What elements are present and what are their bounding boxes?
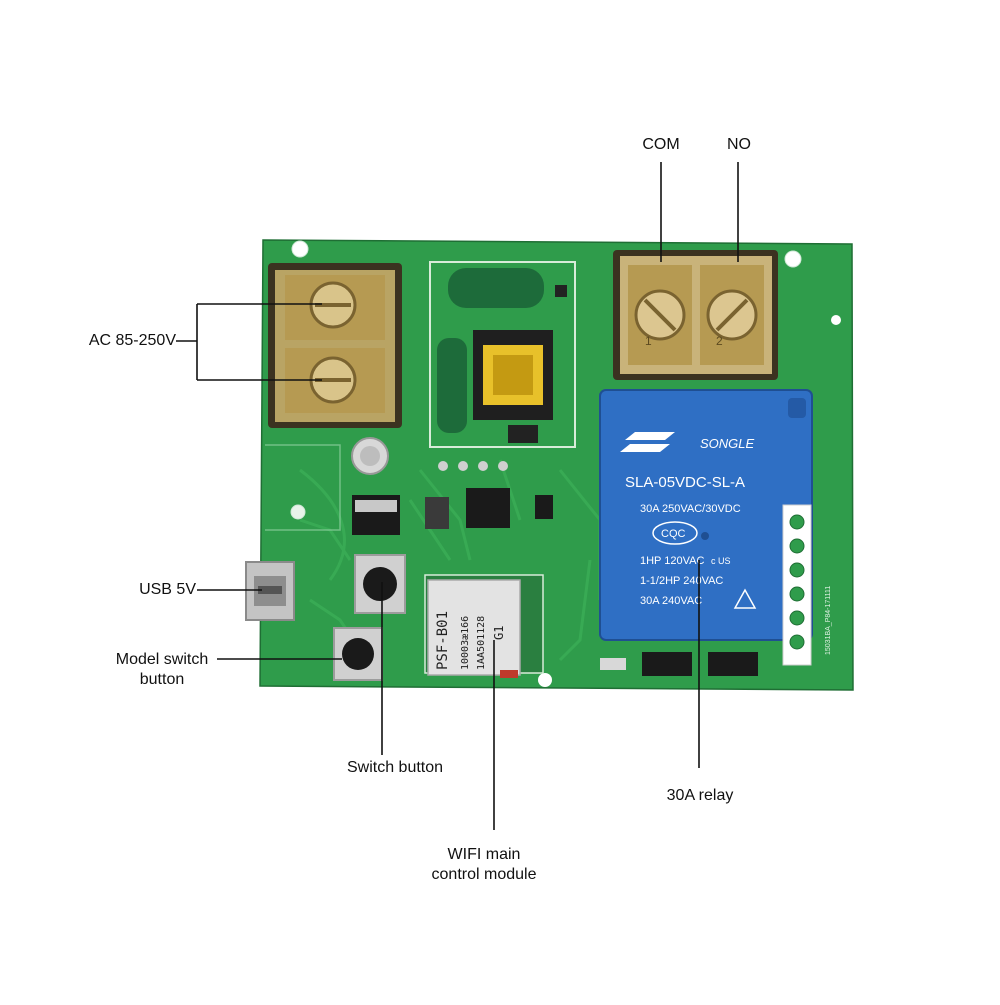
relay-brand: SONGLE xyxy=(700,436,755,451)
switch-button-component xyxy=(354,554,406,614)
wifi-module-model: PSF-B01 xyxy=(435,611,451,670)
relay-label: 30A relay xyxy=(666,787,734,804)
voltage-regulator xyxy=(352,488,553,535)
relay-hp1: 1HP 120VAC xyxy=(640,555,704,567)
wifi-module-g: G1 xyxy=(492,626,506,640)
board-code: 15031BA_P84-171111 xyxy=(825,586,832,655)
callout-lines xyxy=(176,162,739,830)
jumper-header xyxy=(708,652,758,676)
wifi-module-label: WIFI main control module xyxy=(432,845,537,885)
usb-label: USB 5V xyxy=(139,581,196,598)
ac-leader xyxy=(176,303,322,381)
relay-component: SONGLE SLA-05VDC-SL-A 30A 250VAC/30VDC C… xyxy=(599,389,813,641)
header-pins xyxy=(438,461,508,471)
relay-ul: c US xyxy=(711,556,731,566)
no-label: NO xyxy=(727,136,751,153)
ac-input-terminal-block xyxy=(268,263,402,428)
terminal-number-1: 1 xyxy=(645,334,652,348)
mounting-hole xyxy=(538,673,552,687)
mounting-hole xyxy=(290,504,306,520)
model-switch-label: Model switch button xyxy=(116,650,208,690)
wifi-module-id2: 1ΑΑ501128 xyxy=(476,616,487,670)
model-switch-label-line2: button xyxy=(139,671,185,688)
switch-button-label: Switch button xyxy=(346,759,444,776)
mounting-hole xyxy=(784,250,802,268)
output-terminal-block: 1 2 xyxy=(613,250,778,380)
side-connector-strip xyxy=(782,504,812,666)
model-switch-label-line1: Model switch xyxy=(115,651,209,668)
power-supply-module xyxy=(429,261,576,448)
wifi-module: PSF-B01 10003æ166 1ΑΑ501128 G1 xyxy=(424,574,544,678)
model-switch-button-component xyxy=(333,627,383,681)
usb-port xyxy=(245,561,295,621)
terminal-number-2: 2 xyxy=(716,334,723,348)
relay-model: SLA-05VDC-SL-A xyxy=(625,474,745,491)
wifi-module-label-line1: WIFI main xyxy=(447,846,521,863)
relay-cert: CQC xyxy=(661,528,686,540)
com-label: COM xyxy=(642,136,680,153)
wifi-module-label-line2: control module xyxy=(431,866,537,883)
ac-input-label: AC 85-250V xyxy=(88,332,176,349)
mounting-hole xyxy=(291,240,309,258)
mounting-hole xyxy=(831,315,841,325)
relay-hp2: 1-1/2HP 240VAC xyxy=(640,575,723,587)
relay-amp: 30A 240VAC xyxy=(640,595,702,607)
relay-rating: 30A 250VAC/30VDC xyxy=(640,503,741,515)
jumper-header xyxy=(642,652,692,676)
wifi-module-id1: 10003æ166 xyxy=(460,616,471,670)
